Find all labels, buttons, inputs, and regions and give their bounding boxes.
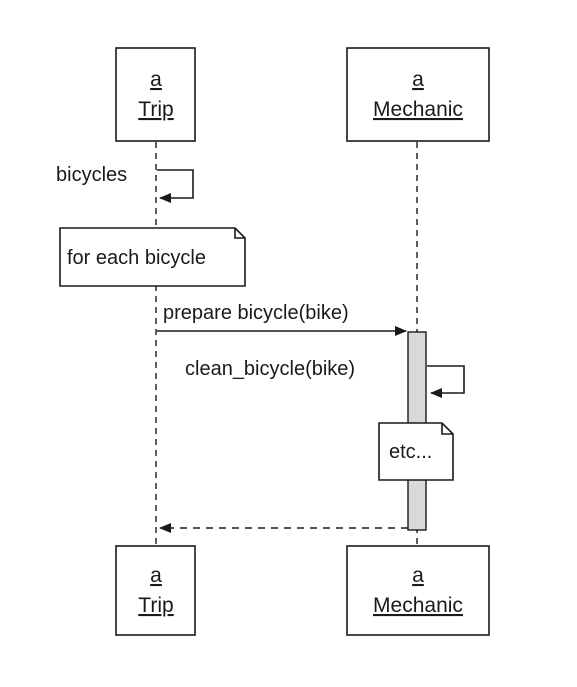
mechanic-name-bottom: Mechanic (373, 594, 463, 617)
mechanic-object-top: a Mechanic (346, 47, 490, 142)
loop-note: for each bicycle (59, 227, 246, 287)
trip-object-bottom: a Trip (115, 545, 196, 636)
etc-note-text: etc... (389, 441, 432, 463)
etc-note: etc... (378, 422, 454, 481)
trip-name-top: Trip (138, 98, 173, 121)
loop-note-text: for each bicycle (67, 247, 206, 269)
clean-bicycle-message-label: clean_bicycle(bike) (185, 358, 355, 380)
trip-name-bottom: Trip (138, 594, 173, 617)
mechanic-article-top: a (412, 68, 424, 91)
trip-article-top: a (150, 68, 162, 91)
prepare-bicycle-message-label: prepare bicycle(bike) (163, 302, 349, 324)
mechanic-object-bottom: a Mechanic (346, 545, 490, 636)
trip-article-bottom: a (150, 564, 162, 587)
bicycles-self-call-arrow (157, 169, 194, 203)
bicycles-message-label: bicycles (56, 164, 127, 186)
clean-bicycle-self-call-arrow (427, 365, 465, 398)
trip-object-top: a Trip (115, 47, 196, 142)
mechanic-article-bottom: a (412, 564, 424, 587)
mechanic-name-top: Mechanic (373, 98, 463, 121)
